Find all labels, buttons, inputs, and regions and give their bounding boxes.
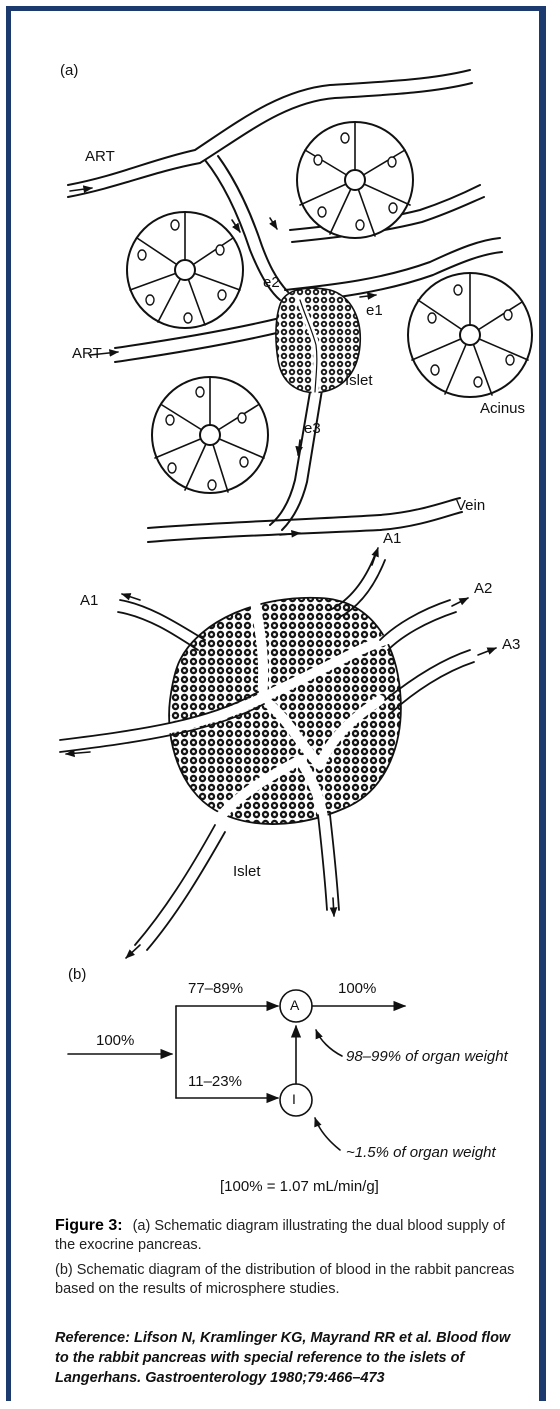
- reference-text: Reference: Lifson N, Kramlinger KG, Mayr…: [55, 1328, 525, 1388]
- vein-vessel: [148, 498, 460, 528]
- a1-top-label: A1: [383, 530, 401, 547]
- a2-label: A2: [474, 580, 492, 597]
- flow-diagram: [68, 990, 405, 1150]
- output-flow-label: 100%: [338, 980, 376, 997]
- e2-label: e2: [263, 274, 280, 291]
- top-branch-label: 77–89%: [188, 980, 243, 997]
- islet-upper-label: Islet: [345, 372, 373, 389]
- e3-label: e3: [304, 420, 321, 437]
- panel-b-label: (b): [68, 966, 86, 983]
- acinus-right: [408, 273, 532, 397]
- node-a-label: A: [290, 997, 299, 1013]
- acinus-label: Acinus: [480, 400, 525, 417]
- node-i-label: I: [292, 1091, 296, 1107]
- lower-islet: [60, 598, 460, 860]
- caption-a: Figure 3:(a) Schematic diagram illustrat…: [55, 1216, 525, 1255]
- caption-b: (b) Schematic diagram of the distributio…: [55, 1261, 525, 1299]
- vein-label: Vein: [456, 497, 485, 514]
- footnote-label: [100% = 1.07 mL/min/g]: [220, 1178, 379, 1195]
- e1-label: e1: [366, 302, 383, 319]
- note-i-label: ~1.5% of organ weight: [346, 1144, 496, 1161]
- figure-label: Figure 3:: [55, 1217, 123, 1234]
- acinus-bottom-left: [152, 377, 268, 493]
- caption-line-b: (b) Schematic diagram of the distributio…: [55, 1262, 514, 1297]
- input-flow-label: 100%: [96, 1032, 134, 1049]
- bottom-branch-label: 11–23%: [188, 1073, 242, 1090]
- art-mid-label: ART: [72, 345, 102, 362]
- acinus-top-right: [297, 122, 413, 238]
- art-top-label: ART: [85, 148, 115, 165]
- a1-left-label: A1: [80, 592, 98, 609]
- islet-lower-label: Islet: [233, 863, 261, 880]
- note-a-label: 98–99% of organ weight: [346, 1048, 508, 1065]
- panel-a-label: (a): [60, 62, 78, 79]
- a3-label: A3: [502, 636, 520, 653]
- acinus-top-left: [127, 212, 243, 328]
